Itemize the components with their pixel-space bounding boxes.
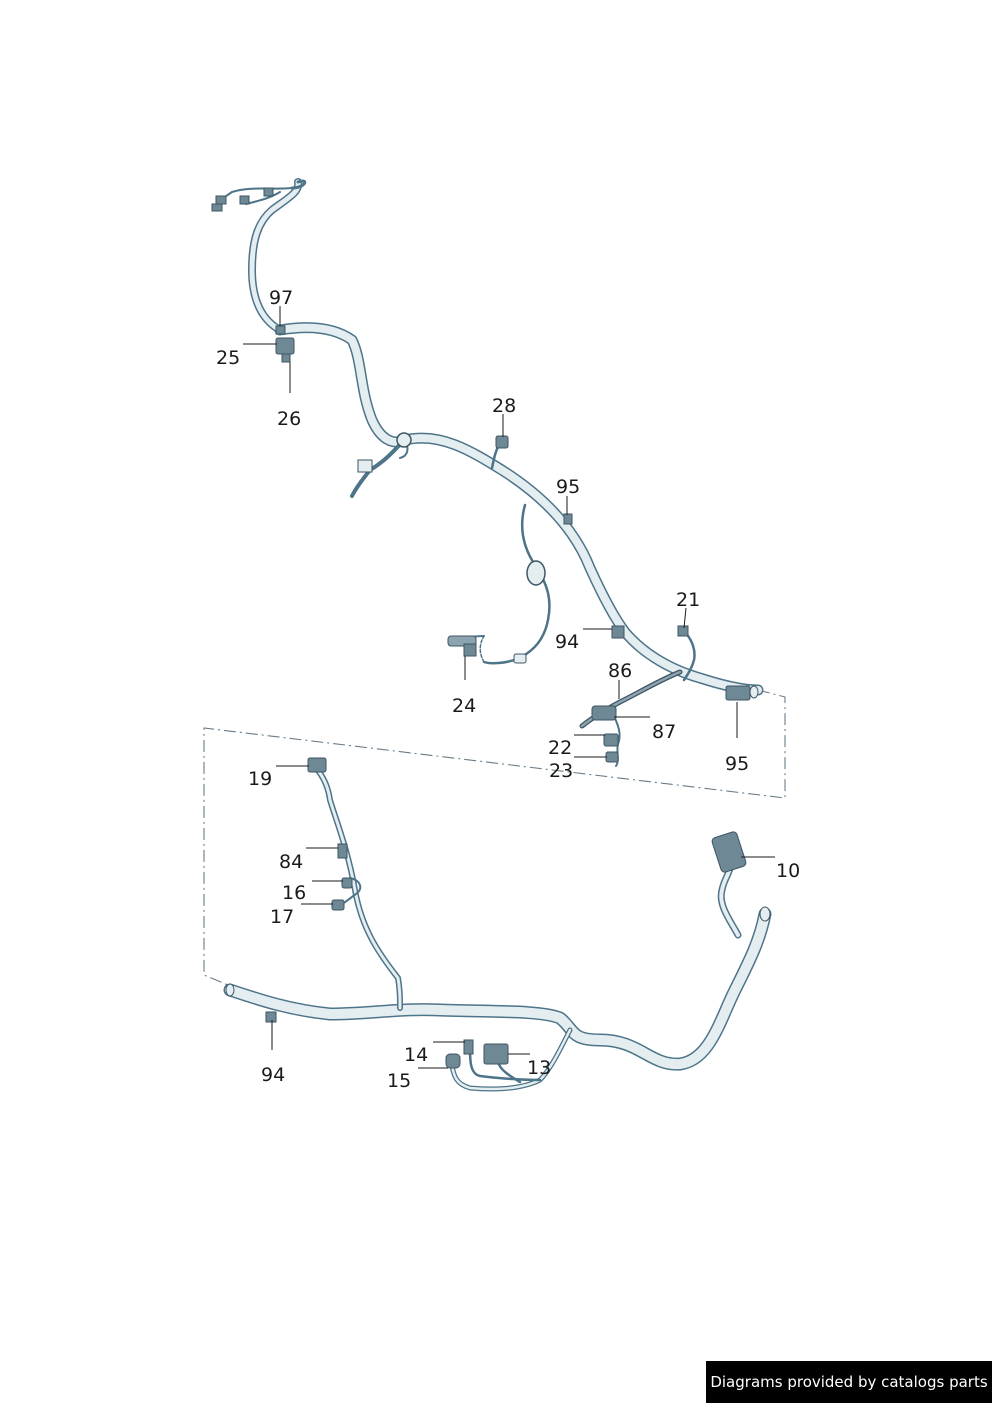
callout-16: 16 bbox=[282, 882, 306, 904]
upper-connectors bbox=[211, 187, 759, 763]
callout-84: 84 bbox=[279, 851, 303, 873]
callout-10: 10 bbox=[776, 860, 800, 882]
callout-86: 86 bbox=[608, 660, 632, 682]
diagram-credit-banner: Diagrams provided by catalogs parts bbox=[706, 1361, 992, 1403]
callout-23: 23 bbox=[549, 760, 573, 782]
leader-lines bbox=[243, 306, 775, 1069]
callout-94-lower: 94 bbox=[261, 1064, 285, 1086]
callout-87: 87 bbox=[652, 721, 676, 743]
callout-13: 13 bbox=[527, 1057, 551, 1079]
callout-14: 14 bbox=[404, 1044, 428, 1066]
callout-15: 15 bbox=[387, 1070, 411, 1092]
callout-21: 21 bbox=[676, 589, 700, 611]
lower-harness bbox=[223, 765, 772, 1092]
callout-17: 17 bbox=[270, 906, 294, 928]
callout-28: 28 bbox=[492, 395, 516, 417]
callout-97: 97 bbox=[269, 287, 293, 309]
callout-95-lower: 95 bbox=[725, 753, 749, 775]
callout-19: 19 bbox=[248, 768, 272, 790]
lower-connectors bbox=[225, 757, 771, 1069]
callout-26: 26 bbox=[277, 408, 301, 430]
callout-labels: 97 25 26 28 95 21 94 86 24 87 22 23 95 1… bbox=[216, 287, 800, 1092]
callout-22: 22 bbox=[548, 737, 572, 759]
callout-24: 24 bbox=[452, 695, 476, 717]
callout-25: 25 bbox=[216, 347, 240, 369]
assembly-boundary bbox=[203, 689, 786, 986]
callout-94-upper: 94 bbox=[555, 631, 579, 653]
upper-harness bbox=[217, 178, 764, 767]
callout-95-upper: 95 bbox=[556, 476, 580, 498]
